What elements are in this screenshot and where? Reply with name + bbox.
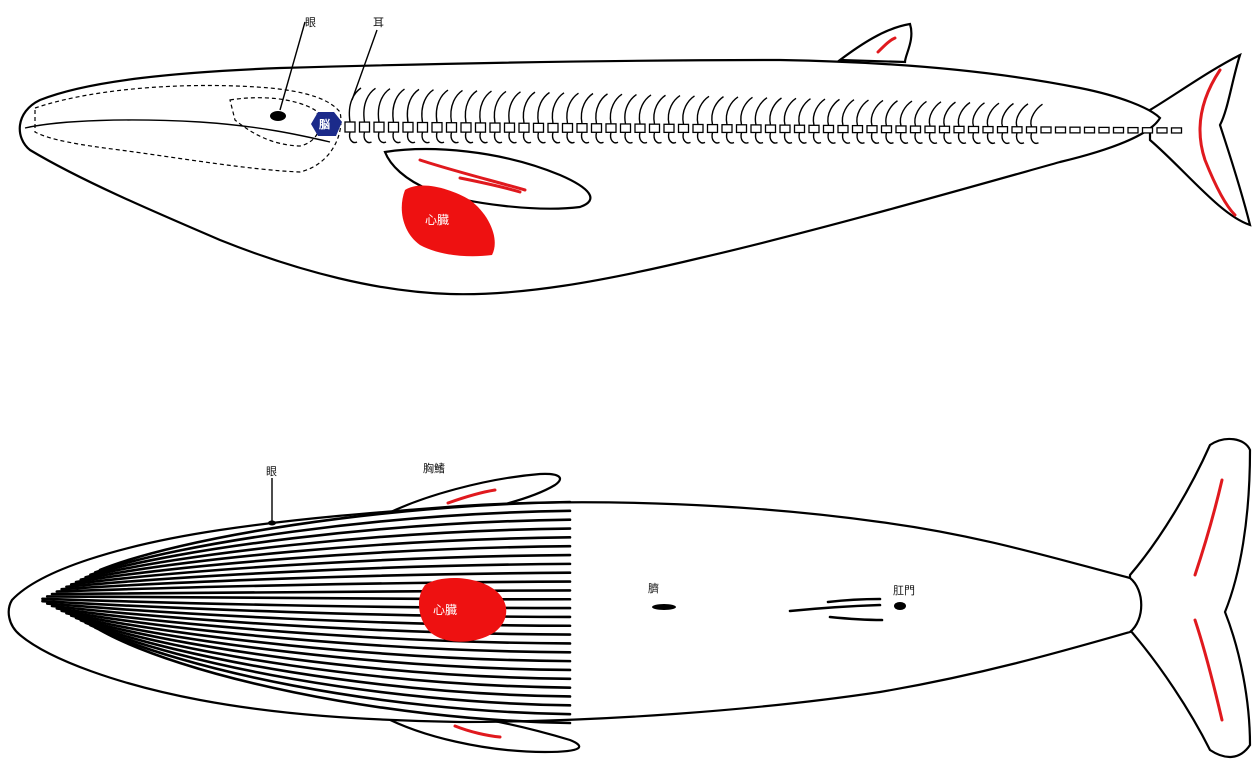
vertebra <box>635 124 645 132</box>
side-ear-label: 耳 <box>373 16 384 29</box>
vertebra <box>882 126 892 133</box>
vertebra <box>795 125 805 132</box>
vertebra <box>650 124 660 132</box>
side-dorsal-fin <box>840 24 911 62</box>
vertebra <box>1027 127 1037 133</box>
vertebra <box>954 126 964 132</box>
vertebra <box>548 123 558 132</box>
vertebra <box>1157 128 1167 133</box>
side-heart-label: 心臓 <box>425 213 449 227</box>
ventral-tail-fluke <box>1130 439 1250 757</box>
ventral-eye-label: 眼 <box>266 465 277 478</box>
vertebra <box>853 126 863 133</box>
vertebra <box>432 123 442 132</box>
vertebra <box>867 126 877 133</box>
vertebra <box>708 125 718 133</box>
vertebra <box>809 125 819 132</box>
vertebra <box>998 127 1008 133</box>
side-view: 眼 耳 脳 心臓 <box>20 16 1250 294</box>
vertebra <box>621 124 631 132</box>
vertebra <box>461 123 471 132</box>
ventral-eye <box>268 521 276 526</box>
vertebra <box>563 124 573 133</box>
vertebra <box>534 123 544 132</box>
vertebra <box>838 126 848 133</box>
vertebra <box>983 127 993 133</box>
vertebra <box>403 122 413 132</box>
vertebra <box>911 126 921 133</box>
vertebra <box>374 122 384 132</box>
vertebra <box>1172 128 1182 133</box>
vertebra <box>1114 127 1124 132</box>
ventral-pectoral-fin-label: 胸鰭 <box>423 461 445 475</box>
vertebra <box>1085 127 1095 133</box>
vertebra <box>1041 127 1051 133</box>
vertebra <box>824 125 834 132</box>
vertebra <box>1128 128 1138 133</box>
vertebra <box>737 125 747 133</box>
vertebra <box>476 123 486 132</box>
ventral-heart-label: 心臓 <box>433 603 457 617</box>
ventral-navel <box>652 604 676 610</box>
vertebra <box>1143 128 1153 133</box>
vertebra <box>1099 127 1109 133</box>
vertebra <box>490 123 500 132</box>
vertebra <box>606 124 616 132</box>
side-brain-label: 脳 <box>319 118 330 131</box>
vertebra <box>940 126 950 132</box>
vertebra <box>389 122 399 132</box>
vertebra <box>1070 127 1080 133</box>
ventral-anus-label: 肛門 <box>893 584 915 597</box>
vertebra <box>751 125 761 133</box>
vertebra <box>505 123 515 132</box>
vertebra <box>447 123 457 132</box>
vertebra <box>925 126 935 133</box>
vertebra <box>345 122 355 132</box>
side-eye <box>270 111 286 121</box>
vertebra <box>969 126 979 132</box>
vertebra <box>418 123 428 133</box>
vertebra <box>679 124 689 132</box>
vertebra <box>693 124 703 132</box>
ventral-view: 眼 胸鰭 心臓 臍 肛門 <box>9 439 1250 757</box>
vertebra <box>722 125 732 133</box>
vertebra <box>1012 127 1022 133</box>
vertebra <box>780 125 790 132</box>
vertebra <box>519 123 529 132</box>
vertebra <box>896 126 906 133</box>
vertebra <box>360 122 370 132</box>
ventral-anus <box>894 602 906 610</box>
vertebra <box>664 124 674 132</box>
side-eye-label: 眼 <box>305 16 316 29</box>
vertebra <box>577 124 587 133</box>
vertebra <box>1056 127 1066 133</box>
vertebra <box>592 124 602 133</box>
vertebra <box>766 125 776 133</box>
ventral-navel-label: 臍 <box>648 582 659 595</box>
